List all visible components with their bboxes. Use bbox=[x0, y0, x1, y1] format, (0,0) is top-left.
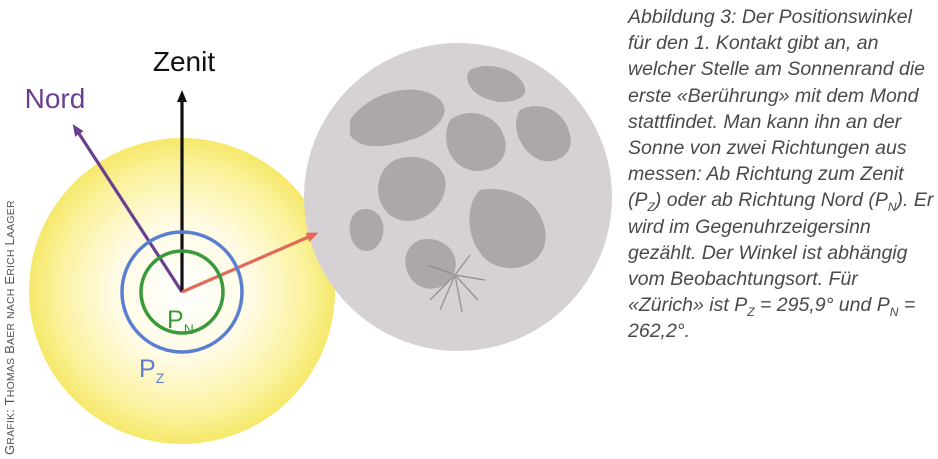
label-pz: PZ bbox=[139, 355, 165, 386]
moon bbox=[304, 43, 612, 351]
figure-caption: Abbildung 3: Der Positionswinkel für den… bbox=[628, 6, 934, 343]
graphic-credit: GRAFIK: THOMAS BAER NACH ERICH LAAGER bbox=[2, 200, 17, 455]
contact-arrow bbox=[181, 232, 319, 294]
label-pn: PN bbox=[167, 306, 194, 337]
pz-angle-circle bbox=[120, 230, 244, 354]
label-zenit: Zenit bbox=[153, 46, 215, 77]
label-nord: Nord bbox=[25, 83, 86, 114]
nord-arrow bbox=[72, 123, 184, 293]
diagram-figure: Zenit Nord PN PZ bbox=[25, 43, 612, 444]
pn-angle-circle bbox=[139, 249, 225, 335]
